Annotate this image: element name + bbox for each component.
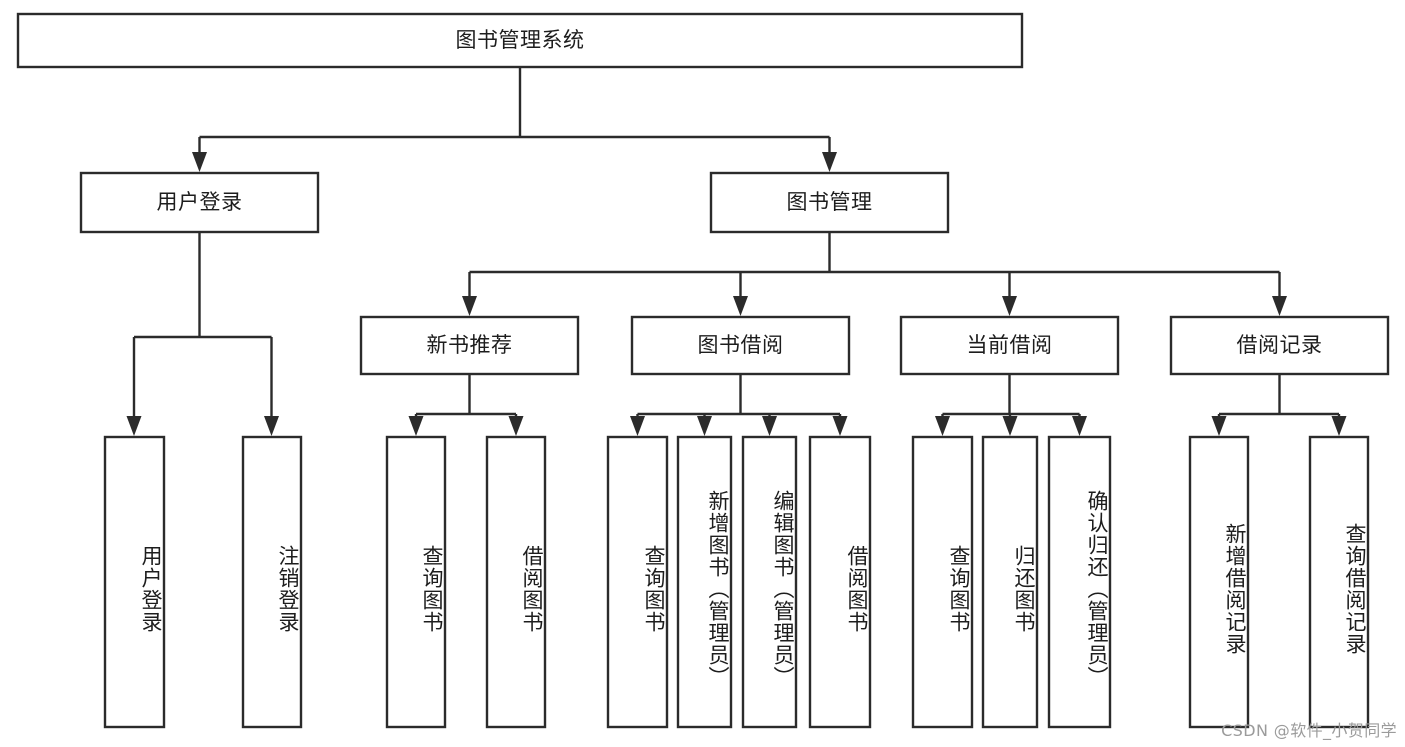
node-box-leaf-confirm-return-admin[interactable]	[1047, 435, 1112, 729]
node-box-leaf-query-book-rec[interactable]	[385, 435, 447, 729]
arrow-to-leaf-add-book-admin	[697, 416, 712, 436]
arrow-to-leaf-query-book-borrow	[630, 416, 645, 436]
node-box-book-borrow[interactable]	[630, 315, 851, 376]
arrow-to-leaf-return-book	[1002, 416, 1018, 436]
node-box-leaf-query-book-borrow[interactable]	[606, 435, 669, 729]
node-box-user-login[interactable]	[79, 171, 320, 234]
arrow-to-leaf-query-book-current	[935, 416, 950, 436]
arrow-to-leaf-add-borrow-record	[1211, 416, 1227, 436]
arrow-to-book-manage	[822, 152, 837, 172]
arrow-to-leaf-edit-book-admin	[762, 416, 777, 436]
arrow-to-leaf-borrow-book-rec	[508, 416, 524, 436]
arrow-to-leaf-query-book-rec	[408, 416, 424, 436]
node-box-new-book-recommend[interactable]	[359, 315, 580, 376]
node-box-borrow-record[interactable]	[1169, 315, 1390, 376]
node-box-leaf-add-book-admin[interactable]	[676, 435, 733, 729]
node-box-leaf-query-borrow-record[interactable]	[1308, 435, 1370, 729]
arrow-layer	[126, 152, 1347, 436]
arrow-to-borrow-record	[1272, 296, 1287, 316]
node-box-leaf-user-login[interactable]	[103, 435, 166, 729]
node-box-root[interactable]	[16, 12, 1024, 69]
arrow-to-user-login	[192, 152, 207, 172]
arrow-to-leaf-borrow-book	[832, 416, 848, 436]
node-box-current-borrow[interactable]	[899, 315, 1120, 376]
node-box-leaf-add-borrow-record[interactable]	[1188, 435, 1250, 729]
arrow-to-leaf-confirm-return-admin	[1072, 416, 1087, 436]
node-box-leaf-return-book[interactable]	[981, 435, 1039, 729]
node-box-leaf-borrow-book[interactable]	[808, 435, 872, 729]
arrow-to-book-borrow	[733, 296, 748, 316]
arrow-to-current-borrow	[1002, 296, 1017, 316]
node-box-leaf-edit-book-admin[interactable]	[741, 435, 798, 729]
box-layer	[16, 12, 1390, 729]
arrow-to-new-book-recommend	[462, 296, 477, 316]
node-box-leaf-borrow-book-rec[interactable]	[485, 435, 547, 729]
node-box-leaf-query-book-current[interactable]	[911, 435, 974, 729]
node-box-leaf-logout[interactable]	[241, 435, 303, 729]
node-box-book-manage[interactable]	[709, 171, 950, 234]
arrow-to-leaf-logout	[264, 416, 279, 436]
arrow-to-leaf-user-login	[126, 416, 142, 436]
arrow-to-leaf-query-borrow-record	[1331, 416, 1347, 436]
